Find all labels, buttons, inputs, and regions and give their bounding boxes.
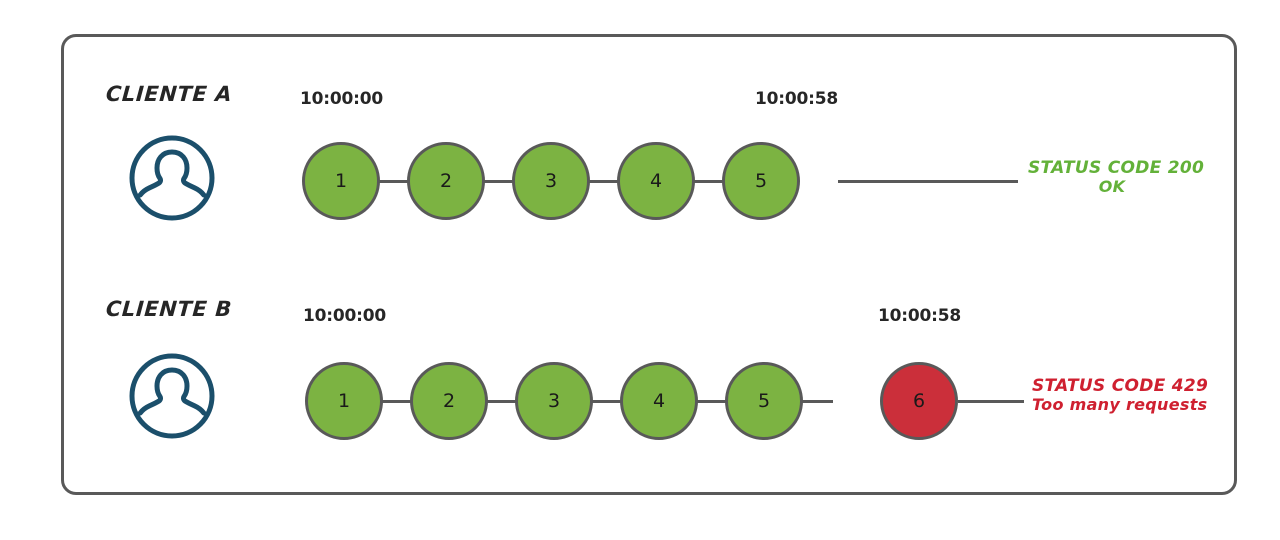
request-node-rejected[interactable]: 6 [880,362,958,440]
status-message-a: OK [1098,177,1126,197]
end-timestamp-a: 10:00:58 [755,89,838,109]
request-node[interactable]: 2 [407,142,485,220]
request-node[interactable]: 4 [620,362,698,440]
start-timestamp-a: 10:00:00 [300,89,383,109]
request-node[interactable]: 1 [305,362,383,440]
request-node[interactable]: 5 [722,142,800,220]
start-timestamp-b: 10:00:00 [303,306,386,326]
status-message-b: Too many requests [1032,395,1208,415]
user-circle-icon [128,352,216,440]
connector-b-1 [379,400,413,403]
client-label-b: CLIENTE B [105,297,233,321]
end-timestamp-b: 10:00:58 [878,306,961,326]
connector-a-tail [838,180,1018,183]
connector-b-3 [589,400,623,403]
connector-a-2 [481,180,515,183]
connector-b-5 [799,400,833,403]
client-label-a: CLIENTE A [105,82,234,106]
connector-a-4 [691,180,725,183]
request-node[interactable]: 3 [512,142,590,220]
connector-b-4 [694,400,728,403]
connector-b-2 [484,400,518,403]
user-circle-icon [128,134,216,222]
request-node[interactable]: 2 [410,362,488,440]
status-code-a: STATUS CODE 200 [1028,158,1205,178]
connector-a-3 [586,180,620,183]
connector-a-1 [376,180,410,183]
request-node[interactable]: 5 [725,362,803,440]
status-badge-b: STATUS CODE 429 Too many requests [1032,376,1232,415]
status-badge-a: STATUS CODE 200 OK [1028,158,1205,197]
request-node[interactable]: 1 [302,142,380,220]
connector-b-tail [958,400,1024,403]
request-node[interactable]: 4 [617,142,695,220]
status-code-b: STATUS CODE 429 [1032,376,1209,396]
request-node[interactable]: 3 [515,362,593,440]
